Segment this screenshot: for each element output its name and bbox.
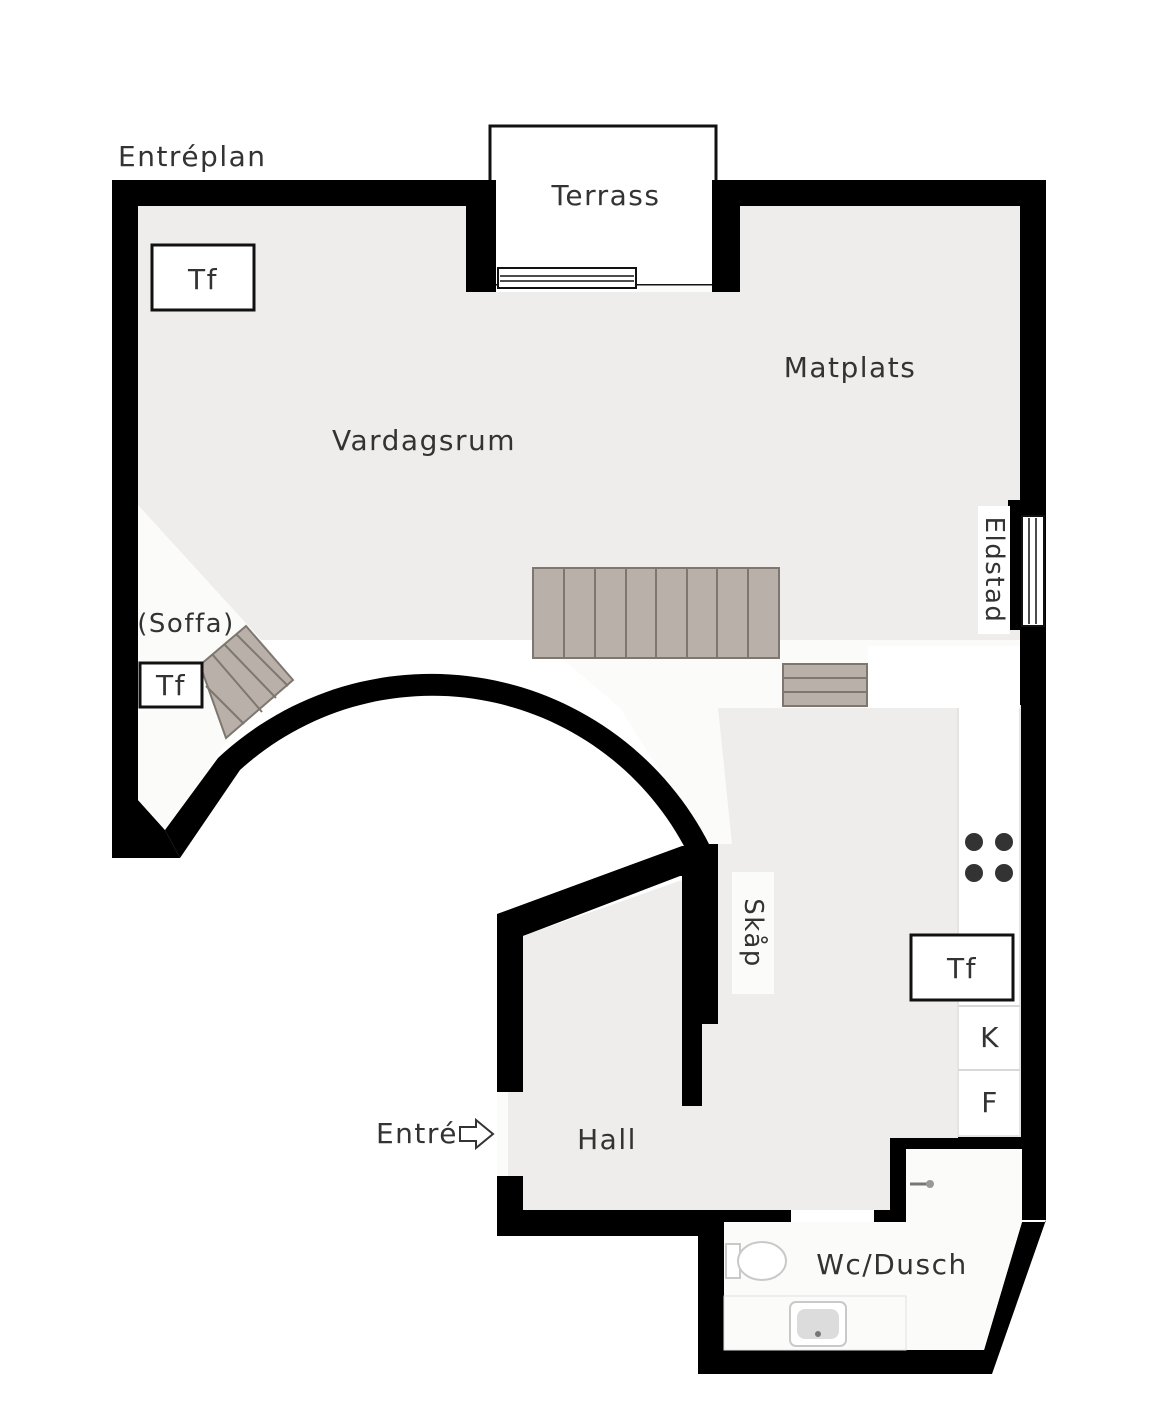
label-terrace: Terrass	[551, 179, 661, 212]
fireplace-panel	[978, 506, 1010, 634]
fireplace	[978, 500, 1045, 634]
left-bottom-corner	[112, 800, 180, 858]
wc-top-wall	[890, 1135, 1022, 1149]
marker-tf-top-left: Tf	[187, 263, 218, 296]
toilet-icon	[725, 1241, 787, 1281]
marker-freezer: F	[981, 1086, 999, 1119]
level-title: Entréplan	[118, 140, 267, 173]
tf-box-left	[138, 661, 204, 709]
label-hall: Hall	[577, 1123, 637, 1156]
sofa-stair	[198, 624, 295, 740]
label-sofa: (Soffa)	[137, 609, 234, 639]
counter-top	[868, 646, 1020, 708]
label-living-room: Vardagsrum	[332, 424, 516, 457]
wc-left-stub	[874, 1209, 906, 1223]
small-stair	[782, 663, 868, 707]
floors	[138, 124, 1022, 1350]
terrace-wall-left	[466, 180, 496, 292]
label-fireplace: Eldstad	[979, 517, 1009, 624]
label-wc-shower: Wc/Dusch	[816, 1248, 968, 1281]
closet-strip	[620, 708, 732, 844]
shower-tap-icon	[910, 1180, 934, 1188]
tf-box-top-left	[150, 243, 256, 312]
living-floor	[138, 206, 1020, 640]
left-wall	[112, 180, 138, 858]
marker-fridge: K	[980, 1021, 1000, 1054]
hall-left-wall-top	[497, 914, 523, 1092]
sink-icon	[723, 1295, 907, 1351]
terrace-fill	[491, 180, 715, 284]
stairs	[198, 567, 868, 740]
tf-box-kitchen	[909, 933, 1015, 1002]
wc-outer-wall	[698, 1220, 1046, 1374]
entrance-arrow-icon	[459, 1117, 495, 1151]
arc-wall	[138, 673, 710, 858]
marker-tf-left: Tf	[155, 669, 186, 702]
label-entrance: Entré	[376, 1117, 458, 1150]
label-dining: Matplats	[784, 351, 917, 384]
entrance-floor	[508, 1092, 528, 1176]
fireplace-wall	[1008, 500, 1024, 630]
hall-diagonal-wall	[497, 846, 700, 936]
terrace-wall-right	[712, 180, 740, 292]
closet-panel	[732, 872, 774, 994]
kitchen-counter	[957, 705, 1021, 1137]
label-closet: Skåp	[738, 898, 769, 968]
stove-icon	[965, 833, 1013, 882]
wc-left-wall	[890, 1135, 906, 1223]
window-icon	[497, 267, 637, 289]
hall-center-wall	[682, 876, 702, 1106]
right-wall	[1020, 640, 1046, 1220]
marker-tf-kitchen: Tf	[946, 952, 977, 985]
fireplace-window-icon	[1021, 515, 1045, 627]
